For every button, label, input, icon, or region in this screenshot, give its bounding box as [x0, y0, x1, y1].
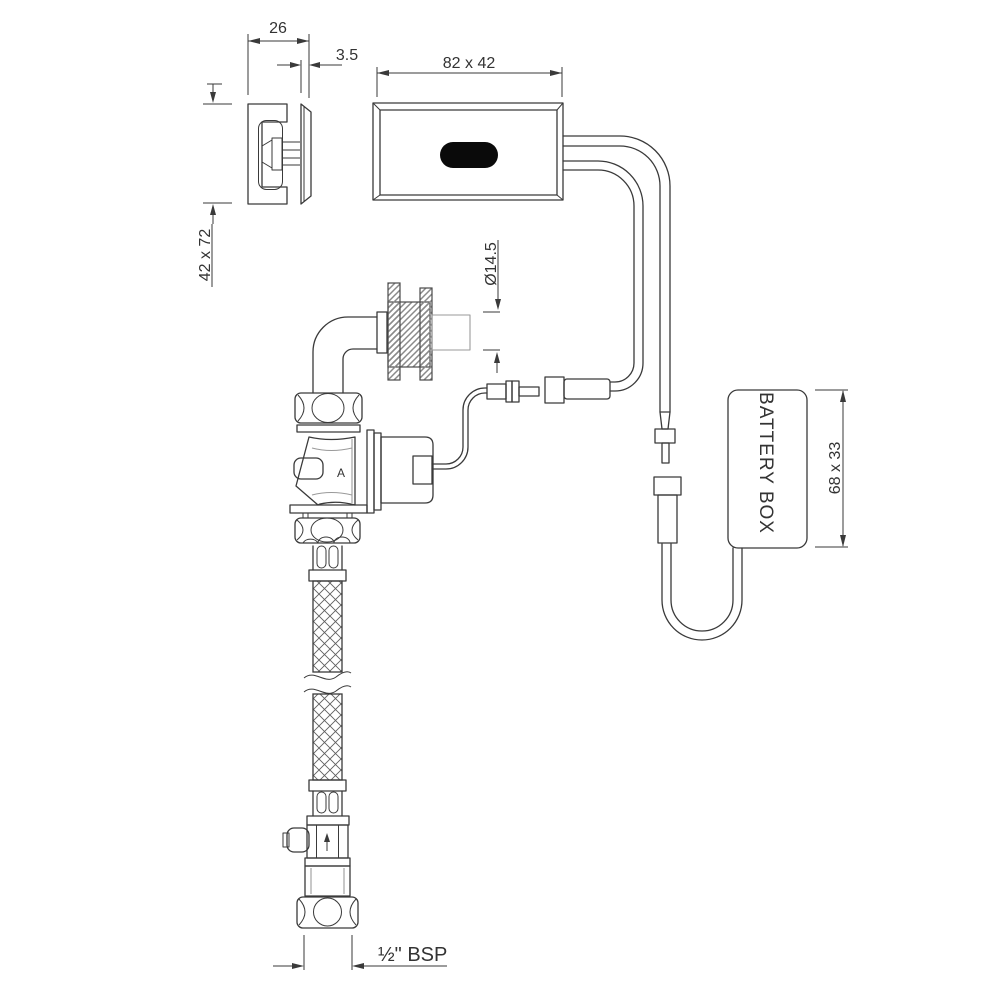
solenoid-wire [431, 387, 488, 470]
valve-body: A [293, 436, 356, 506]
battery-inline-connector [653, 411, 682, 544]
dim-3-5-label: 3.5 [336, 47, 358, 64]
hose-lower-fitting [308, 779, 347, 817]
check-valve-mid-flange [304, 857, 351, 867]
dim-bsp-label: ½" BSP [378, 944, 447, 966]
dimension-plate-thickness: 3.5 [277, 47, 358, 93]
solenoid-valve-assembly: A [289, 376, 611, 544]
infrared-sensor-window [440, 142, 498, 168]
hose-upper-fitting [308, 545, 347, 582]
dim-26-label: 26 [269, 20, 287, 37]
sensor-cable-upper [562, 135, 671, 413]
battery-box: BATTERY BOX [727, 389, 808, 549]
inlet-check-valve [282, 815, 359, 929]
cable-plug [486, 380, 540, 403]
dimension-inlet-thread: ½" BSP [273, 935, 447, 970]
check-valve-lower-body [304, 865, 351, 897]
dim-68x33-label: 68 x 33 [827, 442, 844, 495]
check-valve-knob [282, 827, 310, 853]
bottom-hex-nut [294, 517, 361, 544]
hose-section-lower [312, 693, 343, 781]
inlet-elbow-pipe [312, 311, 388, 394]
sensor-side-view [247, 103, 312, 205]
battery-box-label: BATTERY BOX [755, 392, 776, 534]
dimension-faceplate-size: 82 x 42 [376, 55, 563, 97]
hose-section-upper [312, 580, 343, 673]
wall-mounting-flange [387, 282, 471, 381]
sensor-front-view [372, 102, 564, 201]
top-washer [296, 424, 361, 433]
dim-dia14-5-label: Ø14.5 [483, 242, 500, 286]
inlet-hex-nut [296, 896, 359, 929]
dimension-recess-size: 42 x 72 [197, 83, 232, 287]
solenoid-coil [380, 436, 434, 504]
dim-42x72-label: 42 x 72 [197, 229, 214, 282]
top-hex-nut [294, 392, 363, 424]
braided-hose [303, 545, 352, 817]
valve-side-tab [293, 457, 324, 480]
dim-82x42-label: 82 x 42 [443, 55, 496, 72]
battery-cable-loop [661, 543, 743, 641]
dimension-pipe-diameter: Ø14.5 [483, 240, 501, 373]
pipe-through-wall [431, 314, 471, 351]
valve-bottom-flange [289, 504, 368, 514]
valve-marking: A [337, 466, 345, 480]
sensor-cable-lower [562, 160, 644, 392]
hose-break-symbol [303, 671, 352, 694]
dimension-battery-box-size: 68 x 33 [815, 389, 848, 548]
cable-socket [544, 376, 611, 404]
dimension-side-depth: 26 [247, 20, 310, 98]
flow-direction-arrow [324, 833, 330, 851]
coil-flange-plates [366, 429, 382, 514]
coil-terminal-box [412, 455, 433, 485]
check-valve-top-flange [306, 815, 350, 826]
